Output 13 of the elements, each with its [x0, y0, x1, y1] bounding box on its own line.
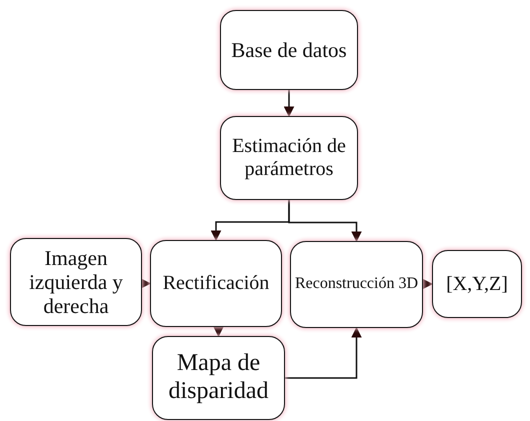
arrow — [284, 90, 294, 118]
arrow — [285, 326, 362, 379]
process-box: Rectificación — [150, 240, 282, 327]
input-box: Imagen izquierda y derecha — [10, 238, 142, 326]
output-box: Mapa de disparidad — [152, 336, 285, 420]
output-box: [X,Y,Z] — [432, 250, 522, 318]
process-box: Estimación de parámetros — [220, 116, 358, 200]
arrow — [288, 200, 362, 242]
database-box: Base de datos — [220, 10, 358, 90]
arrow — [140, 278, 152, 289]
arrow — [213, 326, 224, 338]
arrow — [422, 278, 434, 290]
process-box: Reconstrucción 3D — [290, 241, 423, 328]
